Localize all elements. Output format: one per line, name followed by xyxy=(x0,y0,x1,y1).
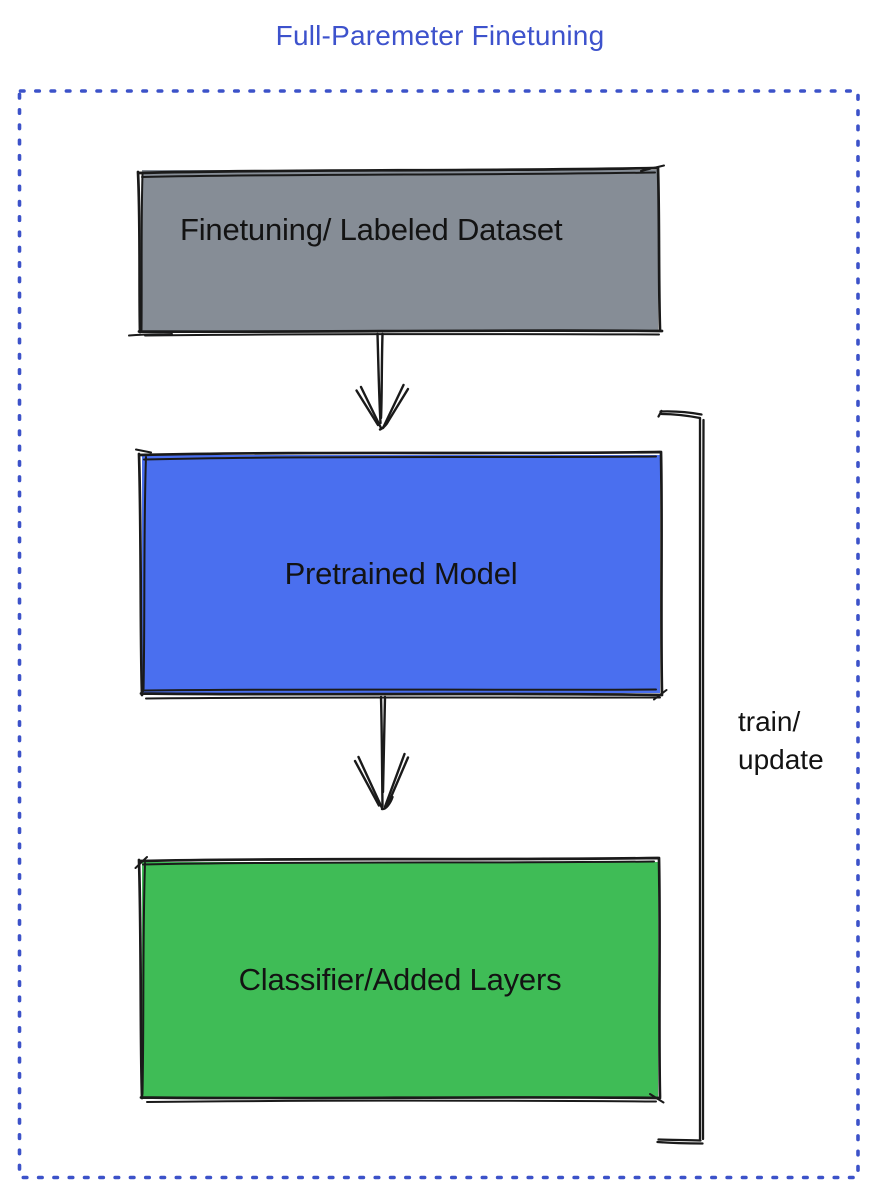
train-update-line1: train/ xyxy=(738,706,801,737)
classifier-box-outline xyxy=(137,856,662,1100)
classifier-box-label: Classifier/Added Layers xyxy=(238,962,562,997)
arrow-dataset-to-model xyxy=(355,332,410,431)
arrow-model-to-classifier xyxy=(353,695,410,811)
train-update-line2: update xyxy=(738,744,824,775)
node-finetuning-dataset xyxy=(128,164,665,337)
classifier-box-retrace xyxy=(134,856,665,1104)
dataset-box-retrace xyxy=(128,164,665,337)
pretrained-box-retrace xyxy=(135,448,668,701)
pretrained-box-outline xyxy=(137,450,664,697)
node-classifier-added-layers xyxy=(134,856,665,1104)
train-update-bracket xyxy=(656,409,705,1145)
dataset-box-fill xyxy=(142,170,658,331)
dataset-box-outline xyxy=(136,166,664,334)
dataset-box-label: Finetuning/ Labeled Dataset xyxy=(180,212,563,247)
dashed-container-border xyxy=(17,89,860,1180)
diagram-title: Full-Paremeter Finetuning xyxy=(275,20,605,51)
pretrained-box-fill xyxy=(142,455,660,693)
node-pretrained-model xyxy=(135,448,668,701)
train-update-annotation: train/ update xyxy=(738,703,824,779)
pretrained-box-label: Pretrained Model xyxy=(284,556,518,591)
classifier-box-fill xyxy=(142,862,658,1098)
